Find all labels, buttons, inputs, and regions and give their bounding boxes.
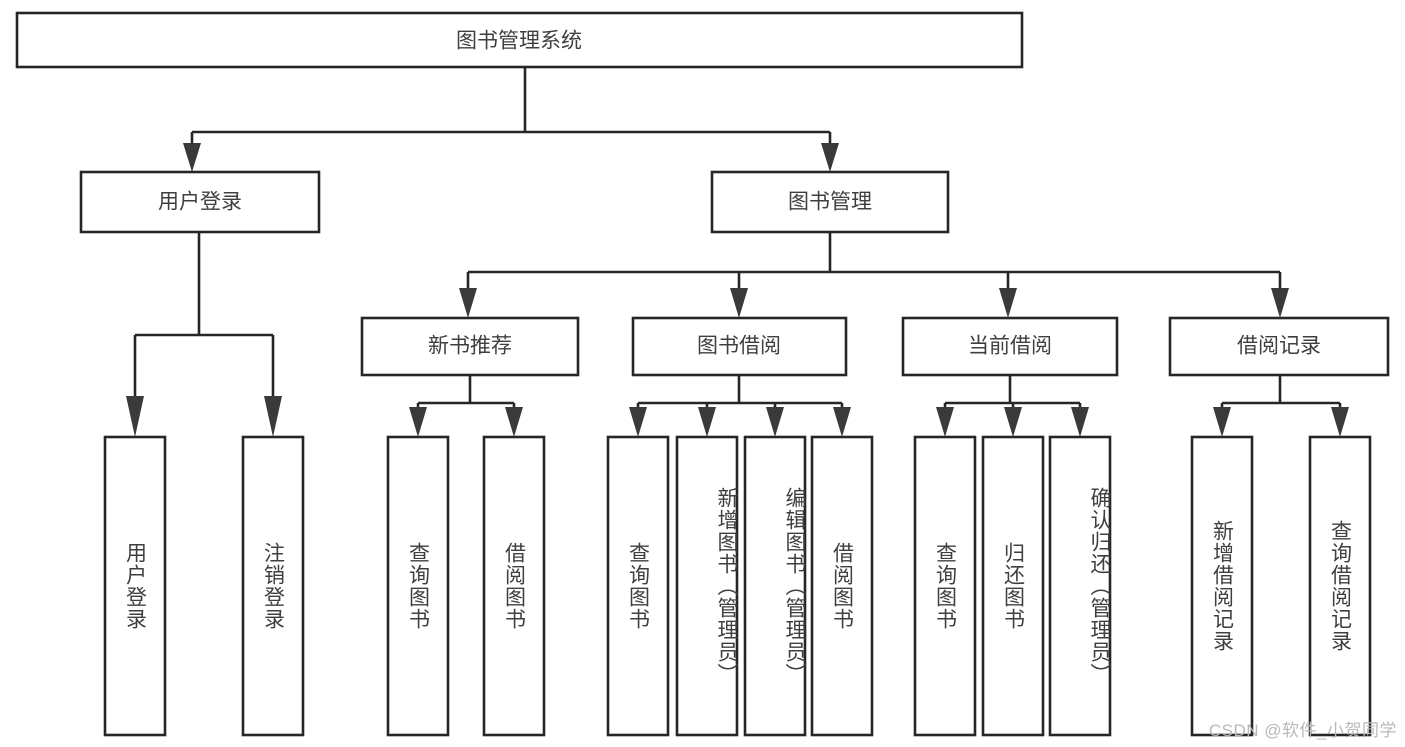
arrow-book-borrow-l1-icon: [629, 407, 647, 437]
arrow-root-to-book-mgmt-icon: [821, 143, 839, 172]
leaf-borrow-edit-box[interactable]: [743, 435, 807, 737]
node-root-label: 图书管理系统: [456, 30, 582, 53]
leaf-record-query-box[interactable]: [1308, 435, 1372, 737]
node-root[interactable]: 图书管理系统: [15, 11, 1024, 69]
node-new-book-recommend-label: 新书推荐: [428, 335, 512, 358]
node-current-borrow[interactable]: 当前借阅: [901, 316, 1119, 377]
node-borrow-record-label: 借阅记录: [1237, 335, 1321, 358]
node-new-book-recommend-box[interactable]: [360, 316, 580, 377]
node-current-borrow-label: 当前借阅: [968, 335, 1052, 358]
leaf-record-add-box[interactable]: [1190, 435, 1254, 737]
node-user-login-box[interactable]: [79, 170, 321, 234]
arrow-root-to-user-login-icon: [183, 143, 201, 172]
node-user-login[interactable]: 用户登录: [79, 170, 321, 234]
connector-layer: [126, 67, 1349, 437]
leaf-newbook-borrow-box[interactable]: [482, 435, 546, 737]
leaf-borrow-add-box[interactable]: [675, 435, 739, 737]
arrow-current-borrow-l3-icon: [1071, 407, 1089, 437]
arrow-new-book-l2-icon: [505, 407, 523, 437]
arrow-user-login-l1-icon: [126, 396, 144, 437]
arrow-current-borrow-l2-icon: [1004, 407, 1022, 437]
node-user-login-label: 用户登录: [158, 191, 242, 214]
leaf-current-confirm-box[interactable]: [1048, 435, 1112, 737]
leaf-user-login-box[interactable]: [103, 435, 167, 737]
arrow-book-mgmt-c3-icon: [999, 288, 1017, 318]
node-book-borrow-box[interactable]: [631, 316, 848, 377]
arrow-current-borrow-l1-icon: [936, 407, 954, 437]
arrow-borrow-record-l1-icon: [1213, 407, 1231, 437]
arrow-book-borrow-l2-icon: [698, 407, 716, 437]
arrow-book-mgmt-c1-icon: [459, 288, 477, 318]
arrow-user-login-l2-icon: [264, 396, 282, 437]
leaf-borrow-query-box[interactable]: [606, 435, 670, 737]
node-root-box[interactable]: [15, 11, 1024, 69]
node-book-borrow-label: 图书借阅: [697, 335, 781, 358]
arrow-book-mgmt-c4-icon: [1271, 288, 1289, 318]
arrow-book-borrow-l3-icon: [766, 407, 784, 437]
leaf-newbook-query-box[interactable]: [386, 435, 450, 737]
arrow-book-mgmt-c2-icon: [730, 288, 748, 318]
node-book-borrow[interactable]: 图书借阅: [631, 316, 848, 377]
node-book-management-box[interactable]: [710, 170, 950, 234]
leaf-logout-box[interactable]: [241, 435, 305, 737]
arrow-book-borrow-l4-icon: [833, 407, 851, 437]
node-book-management-label: 图书管理: [788, 191, 872, 214]
leaf-current-query-box[interactable]: [913, 435, 977, 737]
leaf-borrow-lend-box[interactable]: [810, 435, 874, 737]
leaf-current-return-box[interactable]: [981, 435, 1045, 737]
csdn-watermark: CSDN @软件_小贺同学: [1208, 721, 1397, 740]
node-current-borrow-box[interactable]: [901, 316, 1119, 377]
node-borrow-record[interactable]: 借阅记录: [1168, 316, 1390, 377]
node-book-management[interactable]: 图书管理: [710, 170, 950, 234]
arrow-new-book-l1-icon: [409, 407, 427, 437]
node-new-book-recommend[interactable]: 新书推荐: [360, 316, 580, 377]
node-borrow-record-box[interactable]: [1168, 316, 1390, 377]
arrow-borrow-record-l2-icon: [1331, 407, 1349, 437]
